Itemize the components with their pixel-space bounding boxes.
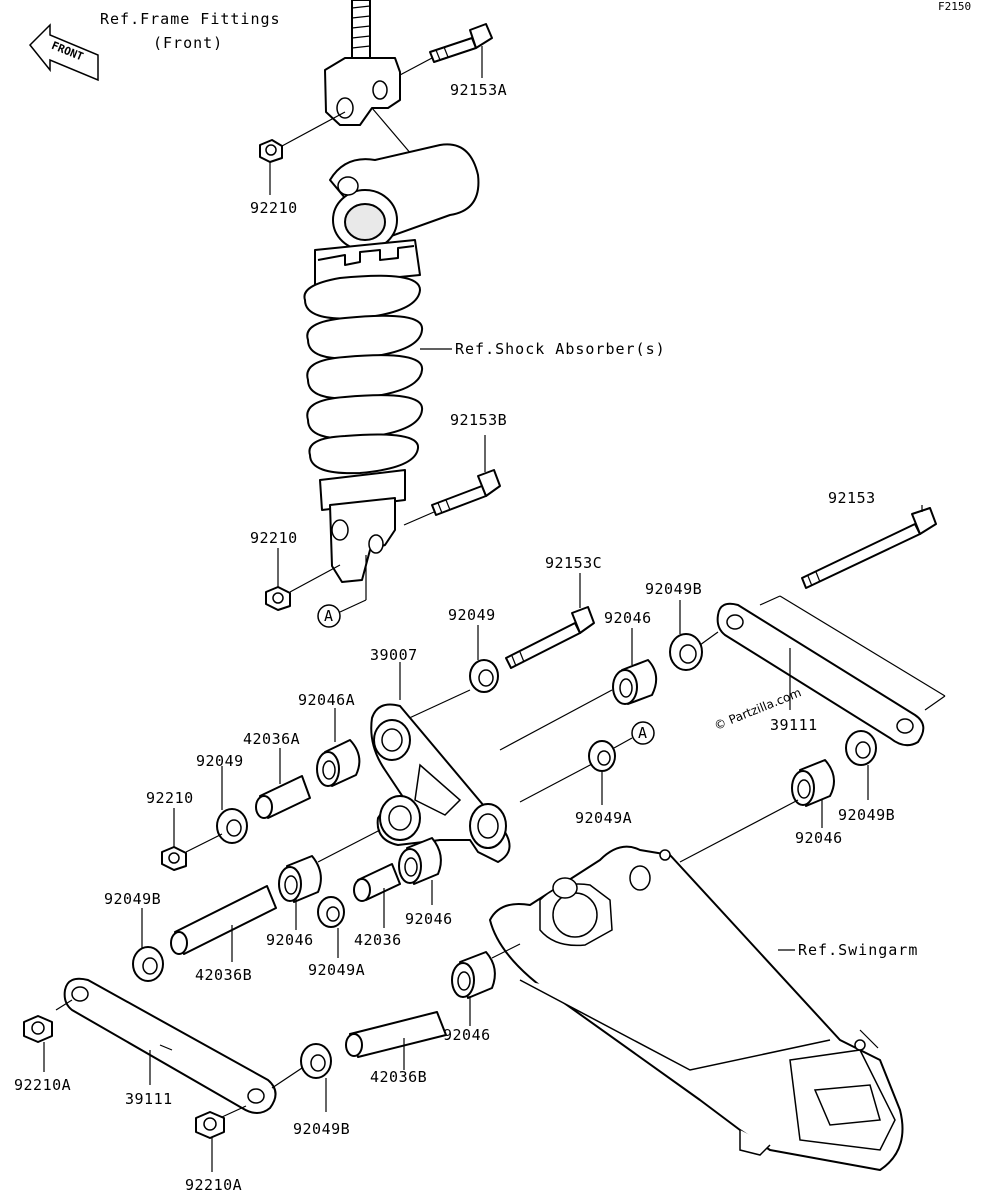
washer-92049-left [216, 808, 248, 844]
front-arrow-icon: FRONT [28, 23, 99, 82]
callout-a-upper [317, 604, 341, 628]
bearing-92046-top [612, 659, 658, 705]
nut-92210A-low [195, 1111, 225, 1139]
link-rod-39111-right [716, 602, 925, 747]
washer-92049A-center [317, 896, 345, 928]
sleeve-42036B-low [345, 1011, 447, 1058]
bolt-92153 [801, 507, 937, 589]
label-92046A: 92046A [298, 691, 355, 709]
label-39111-right: 39111 [770, 716, 818, 734]
label-92049A-right: 92049A [575, 809, 632, 827]
rocker-arm-39007 [370, 703, 511, 863]
label-92049A-center: 92049A [308, 961, 365, 979]
label-92153B: 92153B [450, 411, 507, 429]
callout-a-lower [631, 721, 655, 745]
label-92210-mid: 92210 [250, 529, 298, 547]
sleeve-42036B-left [170, 885, 277, 955]
label-92049-left: 92049 [196, 752, 244, 770]
label-92210-top: 92210 [250, 199, 298, 217]
label-92049B-right: 92049B [838, 806, 895, 824]
swingarm [489, 845, 904, 1171]
bolt-92153B [431, 469, 501, 516]
ref-shock-absorber-label: Ref.Shock Absorber(s) [455, 340, 666, 358]
label-92046-right: 92046 [795, 829, 843, 847]
sleeve-42036 [353, 863, 401, 902]
label-39111-left: 39111 [125, 1090, 173, 1108]
label-42036A: 42036A [243, 730, 300, 748]
nut-92210A-left [23, 1015, 53, 1043]
callout-a-upper-label: A [324, 607, 334, 625]
label-92049-top: 92049 [448, 606, 496, 624]
washer-92049B-left [132, 946, 164, 982]
label-92049B-low: 92049B [293, 1120, 350, 1138]
bearing-92046-right [791, 759, 835, 807]
label-92153C: 92153C [545, 554, 602, 572]
label-92046-center-right: 92046 [405, 910, 453, 928]
callout-a-lower-label: A [638, 724, 648, 742]
washer-92049B-low [300, 1043, 332, 1079]
nut-92210-top [259, 139, 283, 163]
bearing-92046-center-left [278, 855, 322, 903]
label-92153: 92153 [828, 489, 876, 507]
ref-frame-fittings-front-label: (Front) [153, 34, 223, 52]
link-rod-39111-left [63, 977, 277, 1114]
label-42036: 42036 [354, 931, 402, 949]
label-92210-left: 92210 [146, 789, 194, 807]
bearing-92046-center-right [398, 837, 442, 885]
label-92049B-top: 92049B [645, 580, 702, 598]
nut-92210-left [161, 846, 187, 871]
washer-92049B-right [845, 730, 877, 766]
nut-92210-mid [265, 586, 291, 611]
label-39007: 39007 [370, 646, 418, 664]
label-42036B-left: 42036B [195, 966, 252, 984]
label-92046-top: 92046 [604, 609, 652, 627]
upper-mount-bracket [324, 0, 401, 126]
label-92046-center-left: 92046 [266, 931, 314, 949]
label-42036B-low: 42036B [370, 1068, 427, 1086]
label-92210A-low: 92210A [185, 1176, 242, 1194]
figure-code: F2150 [938, 0, 971, 13]
ref-swingarm-label: Ref.Swingarm [798, 941, 918, 959]
label-92049B-left: 92049B [104, 890, 161, 908]
bolt-92153C [505, 606, 595, 669]
label-92046-low: 92046 [443, 1026, 491, 1044]
ref-frame-fittings-label: Ref.Frame Fittings [100, 10, 281, 28]
shock-absorber [303, 107, 480, 583]
bearing-92046A [316, 739, 361, 787]
washer-92049-top [469, 659, 499, 693]
label-92153A: 92153A [450, 81, 507, 99]
washer-92049B-top [669, 633, 703, 671]
sleeve-42036A [255, 775, 311, 819]
bolt-92153A [429, 23, 493, 63]
bearing-92046-low [451, 951, 496, 999]
washer-92049A-right [588, 740, 616, 772]
label-92210A-left: 92210A [14, 1076, 71, 1094]
